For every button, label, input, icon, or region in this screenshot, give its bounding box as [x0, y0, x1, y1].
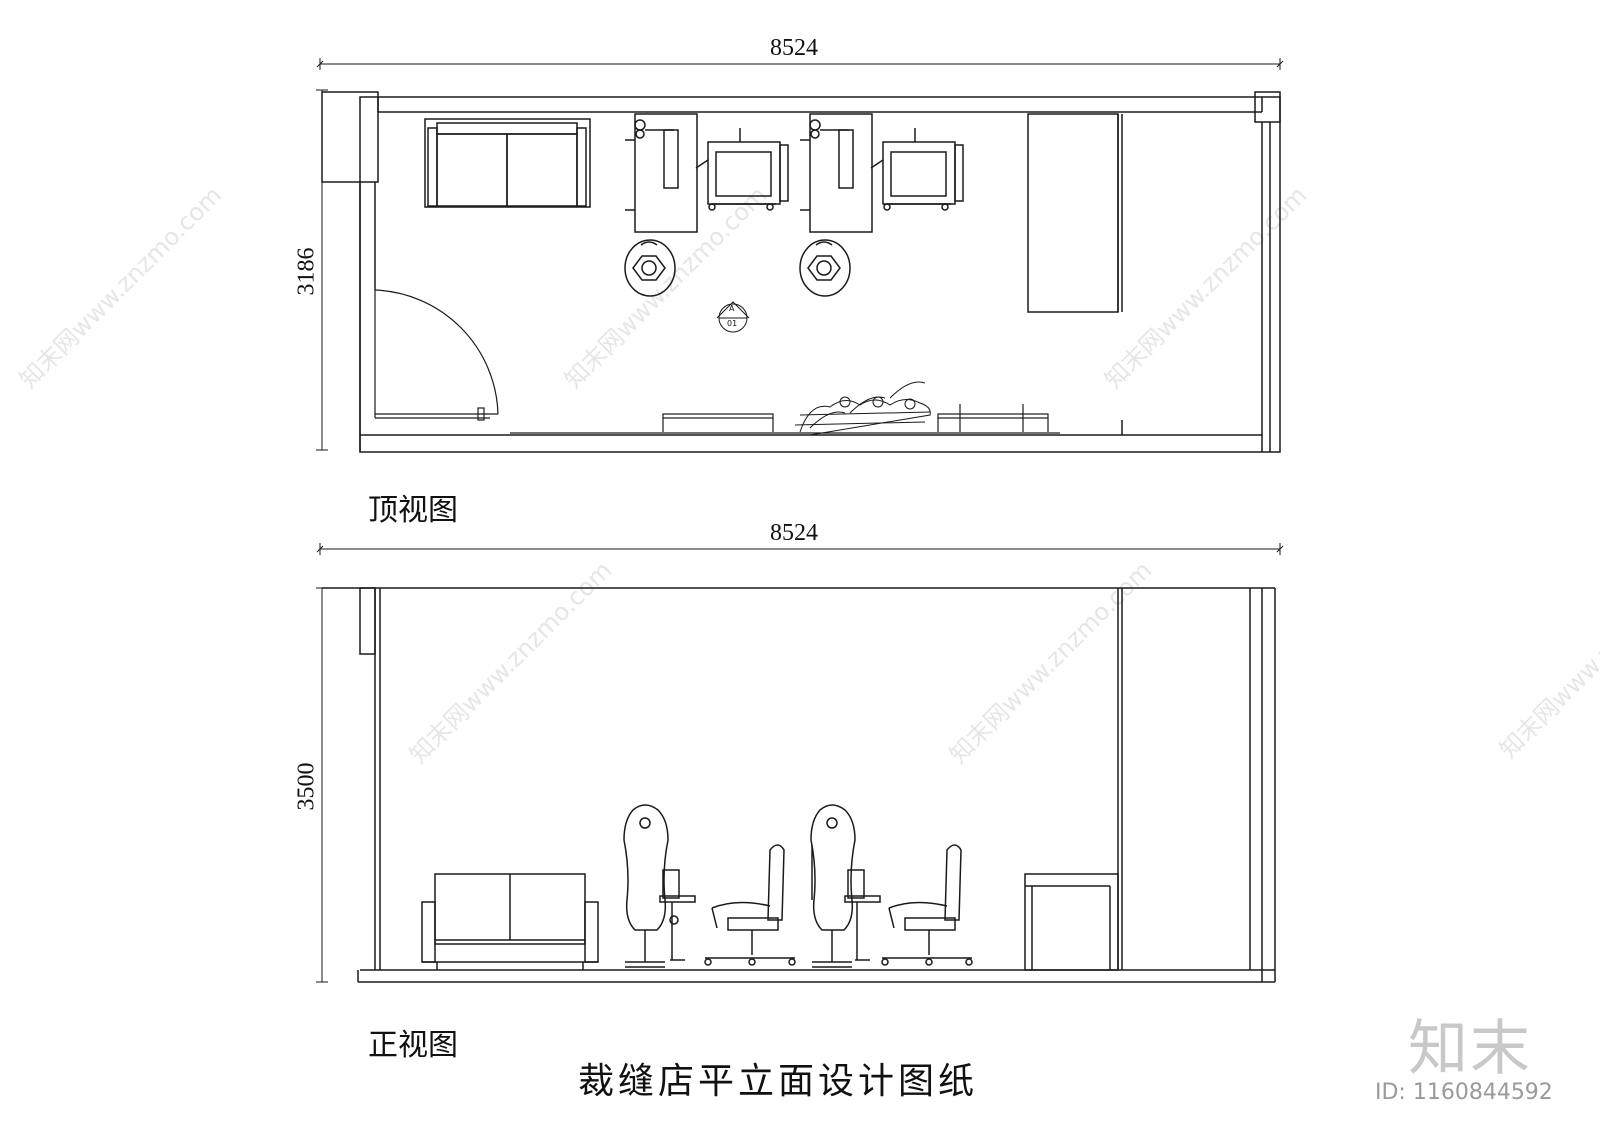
top-room-walls [321, 91, 1281, 453]
armchair-top [695, 128, 789, 211]
mannequin-front [810, 804, 856, 968]
office-chair-front [881, 844, 973, 966]
top-view-plan [316, 58, 1284, 453]
counter-front [1024, 873, 1119, 971]
sofa-top [424, 118, 591, 208]
sewing-table-top [625, 113, 698, 233]
section-marker [716, 301, 750, 333]
counter-top [1027, 113, 1123, 435]
top-width-dimension-label: 8524 [770, 35, 818, 61]
front-view-label: 正视图 [368, 1028, 458, 1063]
wall-rack-top [510, 404, 1060, 434]
sewing-machine-front [659, 869, 696, 961]
sewing-table-top [800, 113, 873, 233]
door-swing [374, 289, 499, 421]
drawing-title: 裁缝店平立面设计图纸 [578, 1061, 979, 1102]
top-height-dimension-label: 3186 [293, 247, 320, 296]
top-view-label: 顶视图 [368, 493, 458, 528]
sewing-machine-front [844, 869, 881, 961]
section-marker-top-text: A [729, 304, 735, 313]
front-width-dimension-label: 8524 [770, 520, 818, 546]
front-height-dimension-label: 3500 [293, 762, 320, 811]
front-view-elevation [316, 543, 1284, 983]
watermark-logo: 知末 [1408, 1014, 1532, 1084]
mannequin-front [623, 804, 669, 968]
sofa-front [421, 873, 599, 970]
mannequin-top [624, 239, 676, 297]
top-width-dimension [316, 58, 1284, 70]
mannequin-top [799, 239, 851, 297]
front-room-walls [322, 587, 1276, 983]
front-width-dimension [316, 543, 1284, 555]
watermark-id: ID: 1160844592 [1375, 1080, 1553, 1105]
armchair-top [870, 128, 964, 211]
office-chair-front [704, 844, 796, 966]
hanging-garments-top [794, 381, 931, 436]
section-marker-bottom-text: 01 [727, 319, 738, 328]
